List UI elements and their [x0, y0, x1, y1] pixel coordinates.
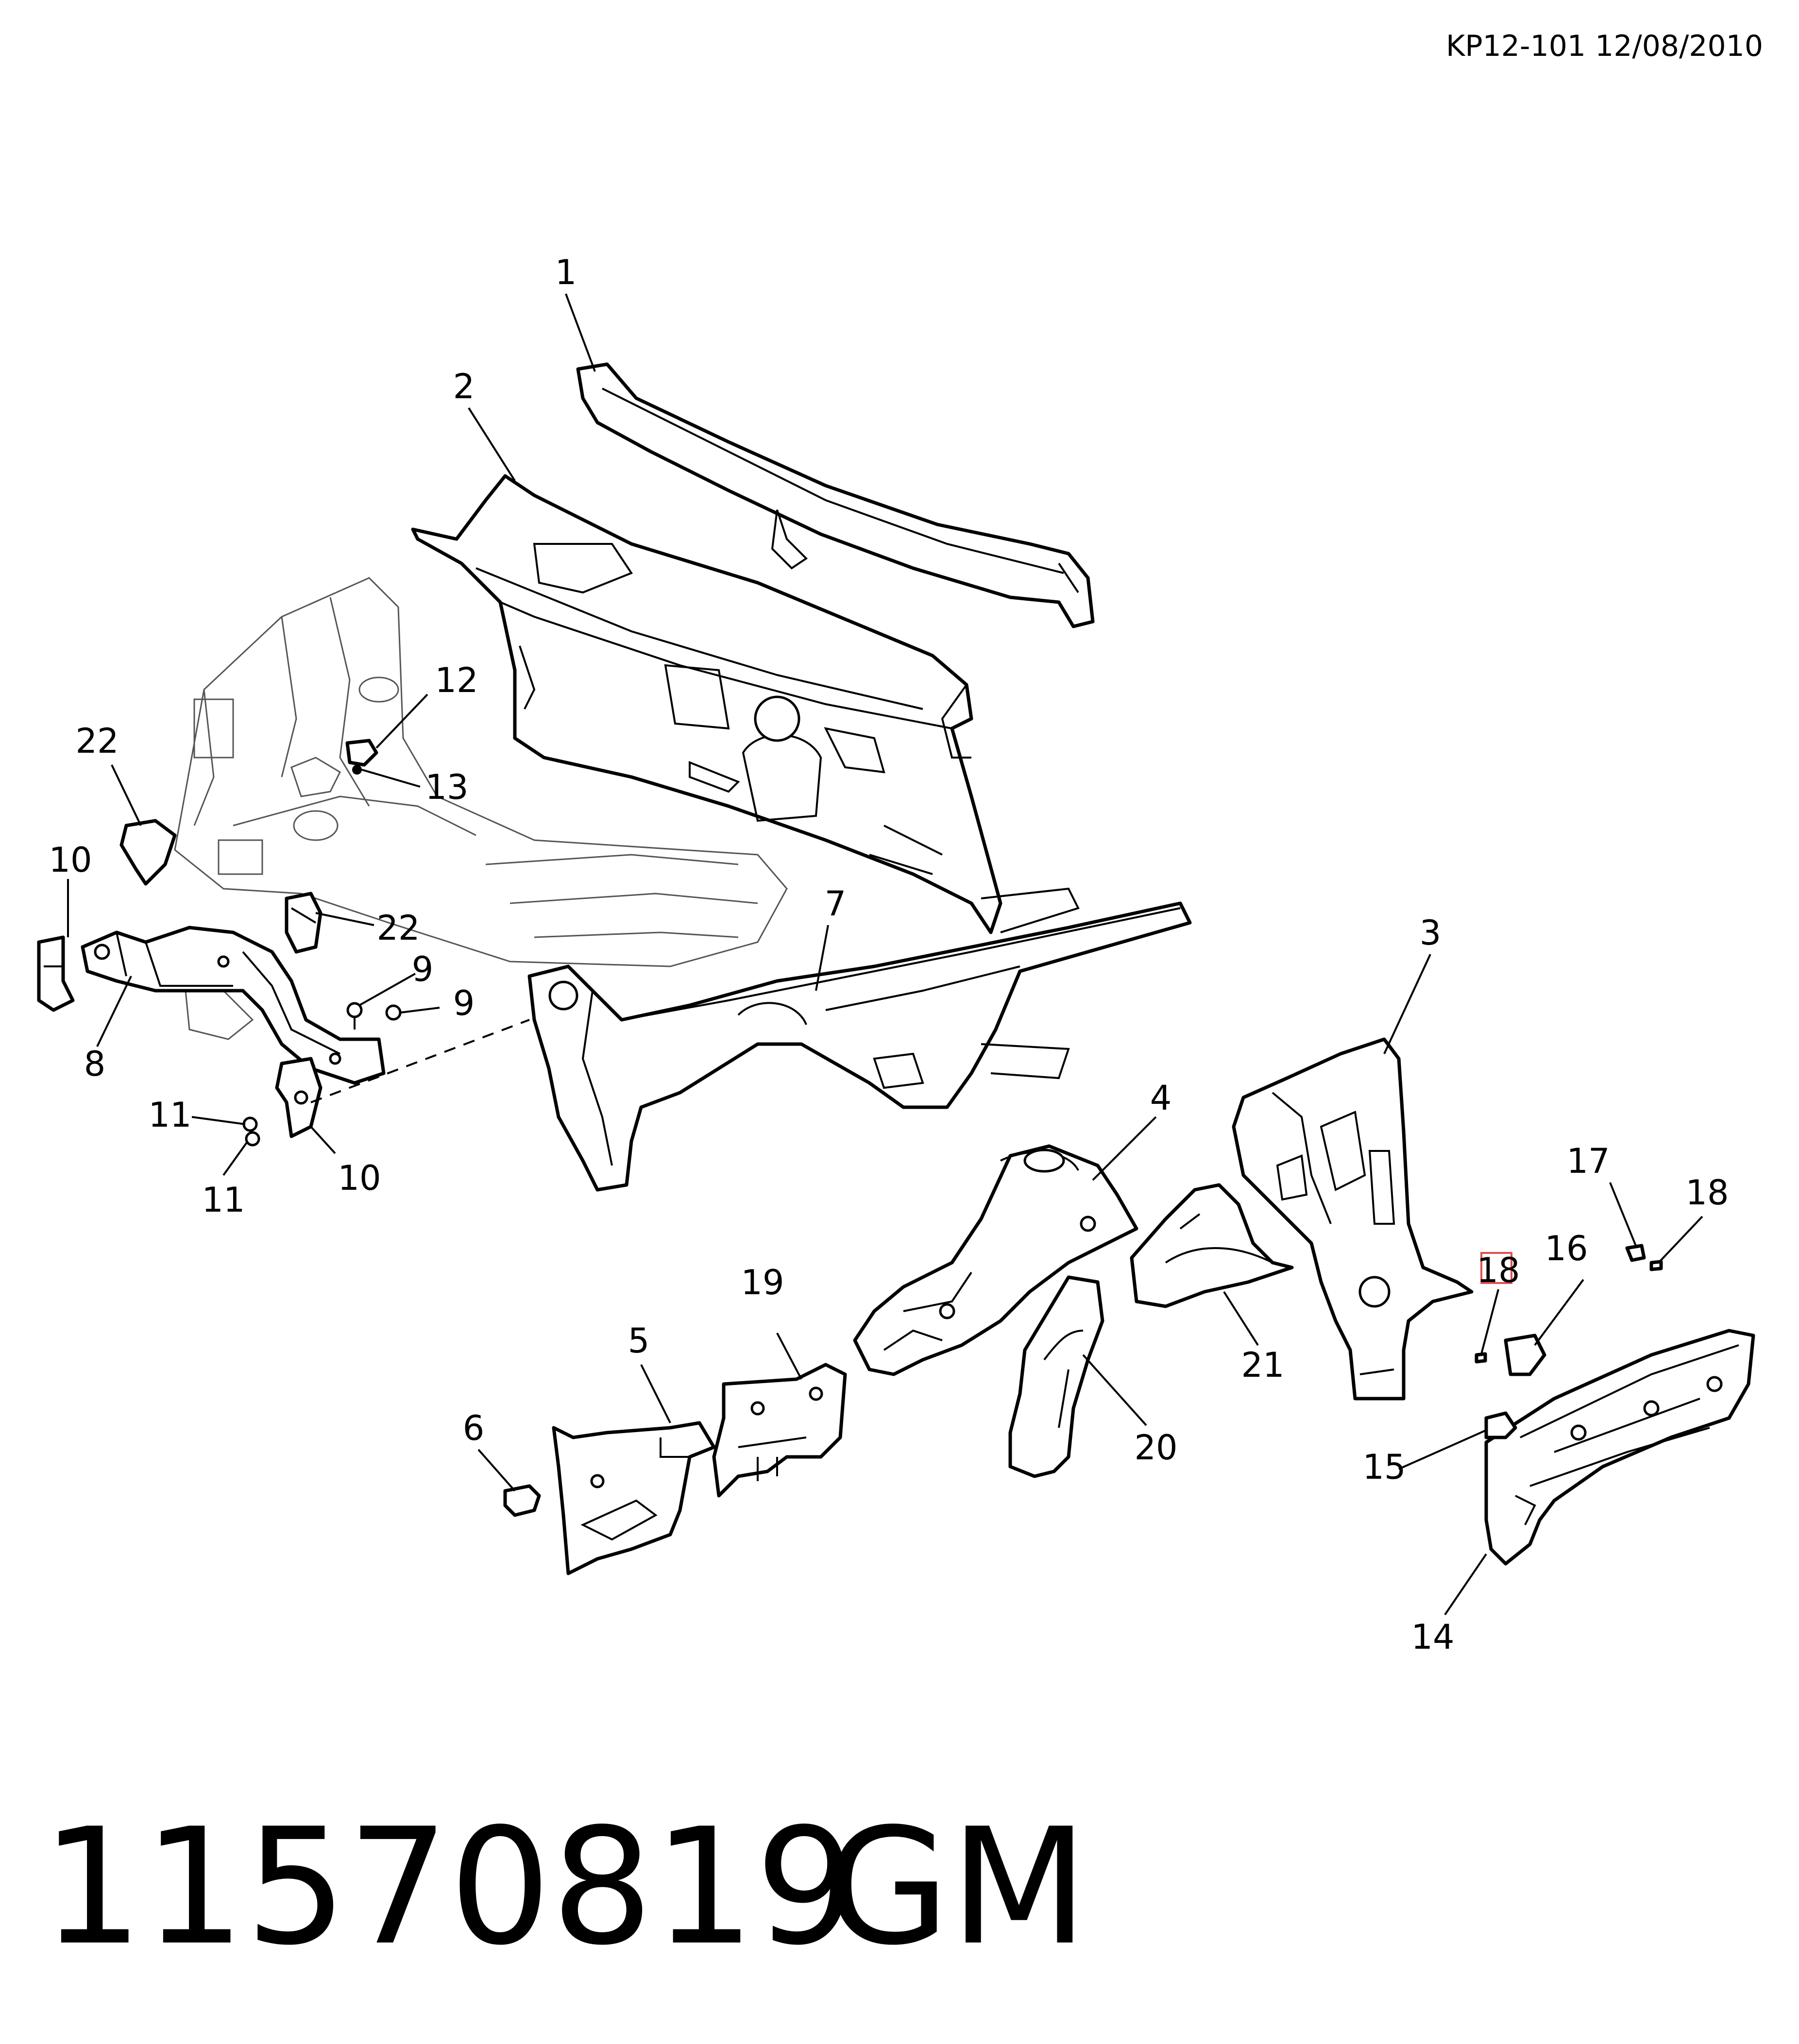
callout-16: 16 — [1544, 1229, 1588, 1268]
callout-14: 14 — [1411, 1617, 1454, 1657]
part-17-clip — [1625, 1244, 1646, 1262]
part-8-front-lower-rail — [81, 926, 386, 1085]
callout-18-a: 18 — [1685, 1173, 1729, 1213]
callout-10-b: 10 — [338, 1158, 381, 1198]
part-9-nut — [385, 1004, 402, 1021]
callout-11-a: 11 — [148, 1095, 191, 1135]
part-10-bracket-lower — [275, 1057, 322, 1138]
part-6-bracket — [503, 1484, 541, 1517]
part-13-plug — [352, 765, 362, 775]
part-2-dash-panel — [411, 474, 1080, 934]
callout-6: 6 — [463, 1408, 485, 1448]
leader-lines — [67, 293, 1703, 1616]
part-7-front-frame-rail — [527, 901, 1192, 1192]
part-number: 11570819 — [41, 1794, 857, 1980]
callout-1: 1 — [555, 253, 577, 292]
part-18-clip-left — [1475, 1352, 1487, 1364]
part-11-nut-lower — [245, 1131, 260, 1147]
callout-5: 5 — [628, 1321, 650, 1361]
part-14-side-inner-rail — [1484, 1329, 1755, 1566]
part-11-nut-upper — [242, 1116, 258, 1132]
callout-18-highlight — [1480, 1252, 1512, 1284]
part-18-clip-right — [1649, 1260, 1663, 1271]
part-15-bracket — [1484, 1411, 1517, 1439]
callout-4: 4 — [1150, 1078, 1172, 1118]
part-4-shock-tower — [853, 1144, 1138, 1376]
callout-22-a: 22 — [75, 721, 119, 761]
diagram-reference: KP12-101 12/08/2010 — [1446, 29, 1763, 63]
part-20-wheelhouse-extension — [1008, 1275, 1104, 1478]
callout-15: 15 — [1362, 1447, 1406, 1487]
callout-11-b: 11 — [202, 1180, 245, 1220]
part-19-apron-reinforcement — [712, 1363, 847, 1498]
part-3-hinge-pillar-panel — [1232, 1037, 1474, 1401]
part-12-clip — [345, 739, 378, 767]
callout-18-b: 18 — [1477, 1250, 1520, 1290]
callout-22-b: 22 — [376, 908, 420, 948]
callout-7: 7 — [825, 884, 847, 924]
callout-2: 2 — [453, 367, 475, 406]
callout-9-a: 9 — [412, 949, 434, 989]
callout-12: 12 — [435, 660, 478, 700]
callout-21: 21 — [1241, 1345, 1284, 1385]
callout-3: 3 — [1420, 913, 1442, 953]
callout-8: 8 — [84, 1044, 106, 1084]
callout-9-b: 9 — [453, 983, 475, 1023]
part-10-bracket-upper — [37, 935, 75, 1012]
callout-labels: 1 2 3 4 5 6 7 8 9 9 10 10 11 11 12 13 14… — [49, 253, 1729, 1657]
callout-10-a: 10 — [49, 840, 92, 880]
callout-19: 19 — [741, 1263, 784, 1302]
callout-13: 13 — [425, 767, 468, 807]
part-21-wheelhouse-arch — [1130, 1183, 1294, 1308]
part-1-cowl-upper-rail — [576, 362, 1095, 628]
callout-20: 20 — [1134, 1428, 1177, 1468]
brand-name: GM — [826, 1794, 1088, 1980]
part-22-bracket-upper — [119, 819, 177, 886]
part-5-lower-panel — [552, 1421, 716, 1575]
part-9-bolt — [346, 1002, 363, 1030]
callout-17: 17 — [1566, 1141, 1610, 1181]
part-22-bracket-lower — [285, 892, 322, 954]
